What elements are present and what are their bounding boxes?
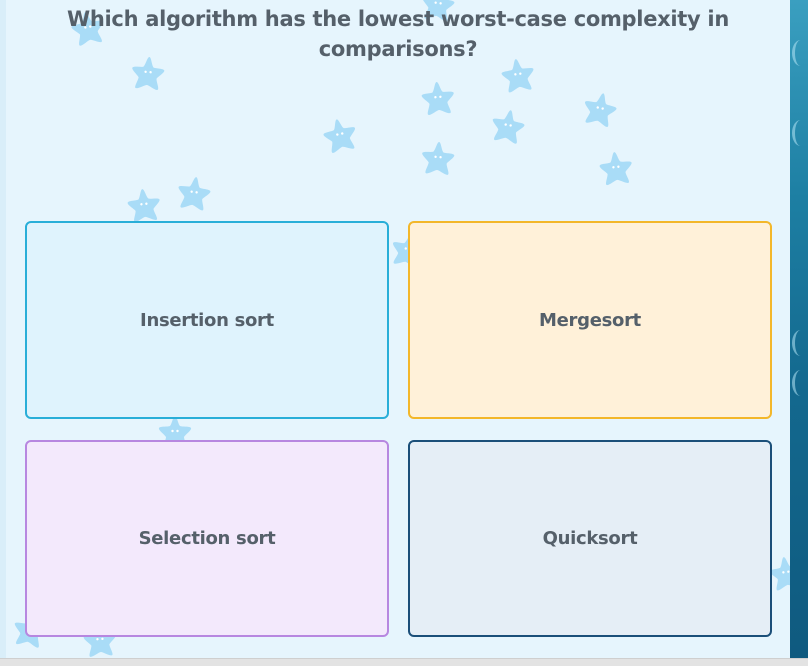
starfish-icon [418, 0, 459, 24]
starfish-icon [124, 185, 164, 225]
ocean-side-panel [790, 0, 808, 658]
seaweed-decoration [792, 330, 808, 356]
answer-option-mergesort[interactable]: Mergesort [408, 221, 772, 419]
starfish-icon [418, 78, 457, 117]
starfish-icon [319, 114, 362, 157]
answer-option-selection-sort[interactable]: Selection sort [25, 440, 389, 637]
left-border-strip [0, 0, 6, 666]
question-text: Which algorithm has the lowest worst-cas… [67, 7, 729, 61]
starfish-icon [596, 148, 636, 188]
starfish-icon [419, 139, 457, 177]
starfish-icon [128, 53, 167, 92]
answer-option-label: Insertion sort [140, 309, 274, 331]
answer-option-insertion-sort[interactable]: Insertion sort [25, 221, 389, 419]
answer-option-label: Mergesort [539, 309, 641, 331]
answer-option-quicksort[interactable]: Quicksort [408, 440, 772, 637]
starfish-icon [579, 88, 622, 131]
wave-decoration [792, 40, 808, 66]
starfish-icon [67, 7, 109, 49]
seaweed-decoration [792, 370, 808, 396]
starfish-icon [487, 105, 529, 147]
bottom-bar [0, 658, 808, 666]
answer-option-label: Selection sort [138, 528, 276, 549]
starfish-icon [498, 55, 539, 96]
starfish-icon [81, 621, 119, 659]
starfish-icon [174, 173, 215, 214]
wave-decoration [792, 120, 808, 146]
answer-option-label: Quicksort [542, 528, 638, 549]
